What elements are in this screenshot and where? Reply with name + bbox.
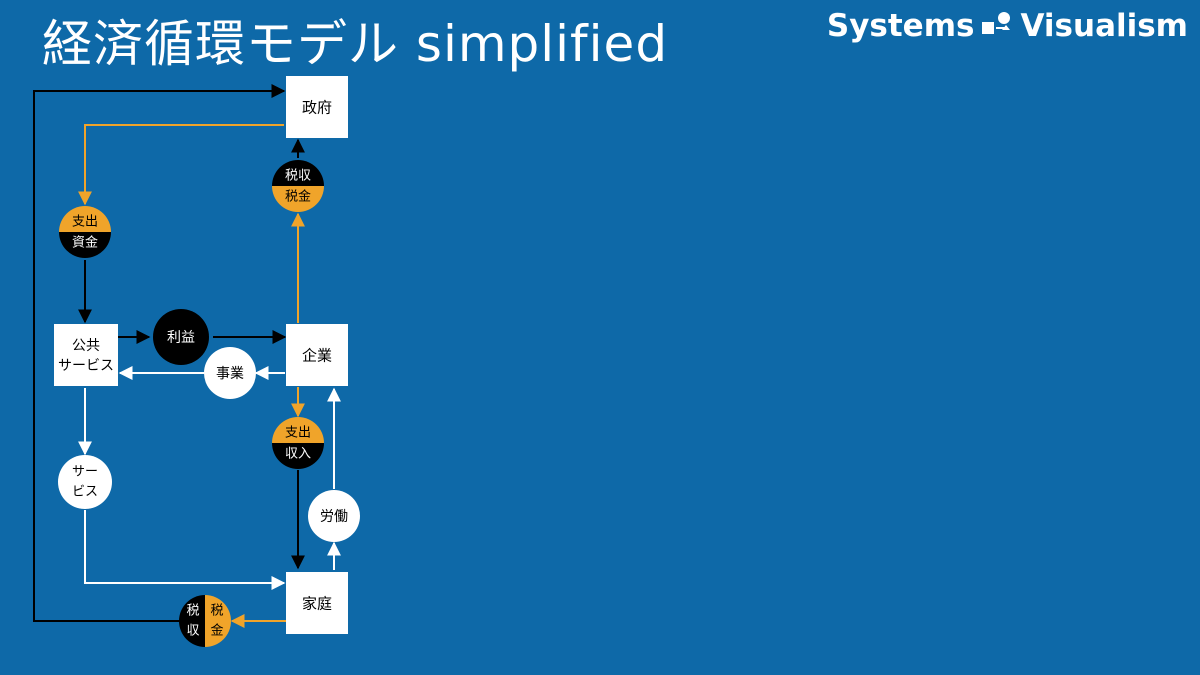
page-title: 経済循環モデル simplified [42,15,669,73]
node-government: 政府 [286,76,348,138]
flow-label-service-line2: ビス [72,485,98,500]
logo-right-word: Visualism [1020,8,1188,44]
flow-label-household-tax-right-top: 税 [210,604,223,619]
node-public-label-line1: 公共 [72,338,100,354]
flow-circle-business: 事業 [204,347,256,399]
flow-label-business: 事業 [216,366,244,382]
node-public-label-line2: サービス [58,358,114,374]
flow-circle-government-spend: 支出 資金 [59,206,111,258]
flow-label-funds: 資金 [72,235,98,251]
flow-label-income: 収入 [285,447,311,462]
systems-visualism-logo-icon [982,12,1011,34]
flow-government-spend-line [78,124,284,206]
node-public-service: 公共 サービス [54,324,118,386]
node-company: 企業 [286,324,348,386]
flow-label-household-tax-left-bottom: 収 [186,624,199,639]
flow-label-tax-payment: 税金 [285,189,311,205]
flow-label-spending: 支出 [72,215,98,230]
flow-circle-service: サー ビス [58,455,112,509]
flow-circle-government-tax: 税収 税金 [272,160,324,212]
flow-tax-to-government-line [33,84,286,622]
node-company-label: 企業 [302,347,332,365]
brand-logo: Systems Visualism [827,6,1188,46]
flow-label-household-tax-right-bottom: 金 [210,623,223,639]
node-household-label: 家庭 [302,595,332,613]
flow-label-tax-revenue: 税収 [285,169,311,184]
flow-circle-labor: 労働 [308,490,360,542]
flow-circle-household-tax: 税 収 税 金 [179,595,231,647]
flow-label-service-line1: サー [72,465,98,480]
flow-label-profit: 利益 [167,330,195,346]
logo-left-word: Systems [826,8,975,44]
flow-label-company-spending: 支出 [285,426,311,441]
flow-circle-profit: 利益 [153,309,209,365]
flow-label-household-tax-left-top: 税 [186,604,199,619]
node-government-label: 政府 [302,99,332,117]
node-household: 家庭 [286,572,348,634]
flow-circle-company-spend: 支出 収入 [272,417,324,469]
flow-label-labor: 労働 [320,509,348,525]
flow-service-to-household-line [84,510,286,590]
